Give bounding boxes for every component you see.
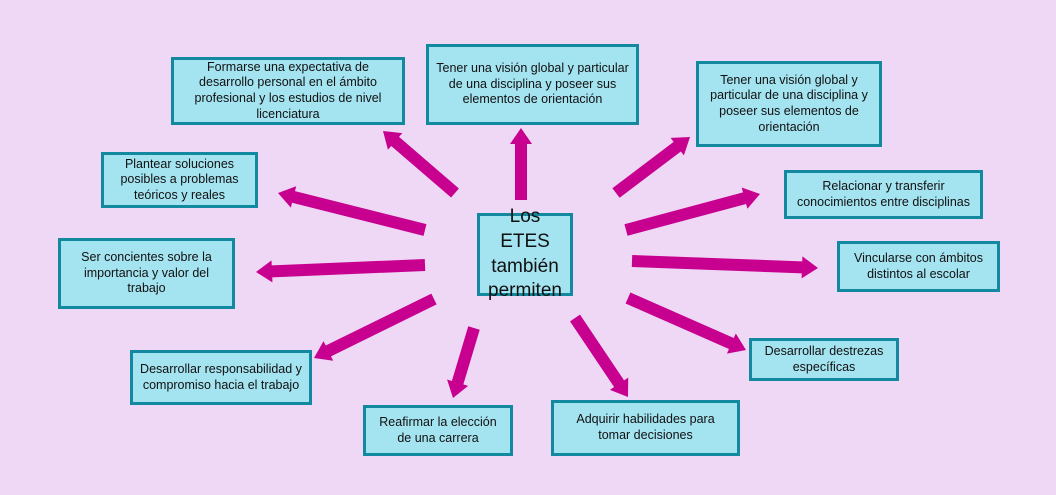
arrow — [631, 255, 818, 279]
arrow — [510, 128, 532, 200]
arrow — [278, 186, 427, 236]
item-box: Adquirir habilidades para tomar decision… — [551, 400, 740, 456]
center-box: Los ETES también permiten — [477, 206, 573, 301]
item-box: Plantear soluciones posibles a problemas… — [101, 152, 258, 208]
arrow — [625, 292, 746, 354]
arrow — [624, 187, 760, 236]
arrow — [314, 293, 437, 361]
item-box: Tener una visión global y particular de … — [426, 44, 639, 125]
arrow — [447, 326, 480, 398]
item-box: Tener una visión global y particular de … — [696, 61, 882, 147]
item-box: Ser concientes sobre la importancia y va… — [58, 238, 235, 309]
arrow — [256, 259, 426, 283]
item-box: Reafirmar la elección de una carrera — [363, 405, 513, 456]
item-box: Vincularse con ámbitos distintos al esco… — [837, 241, 1000, 292]
item-box: Desarrollar responsabilidad y compromiso… — [130, 350, 312, 405]
item-box: Desarrollar destrezas específicas — [749, 338, 899, 381]
arrow — [570, 314, 629, 397]
arrow — [383, 131, 459, 198]
item-box: Relacionar y transferir conocimientos en… — [784, 170, 983, 219]
item-box: Formarse una expectativa de desarrollo p… — [171, 57, 405, 125]
arrow — [612, 137, 690, 198]
